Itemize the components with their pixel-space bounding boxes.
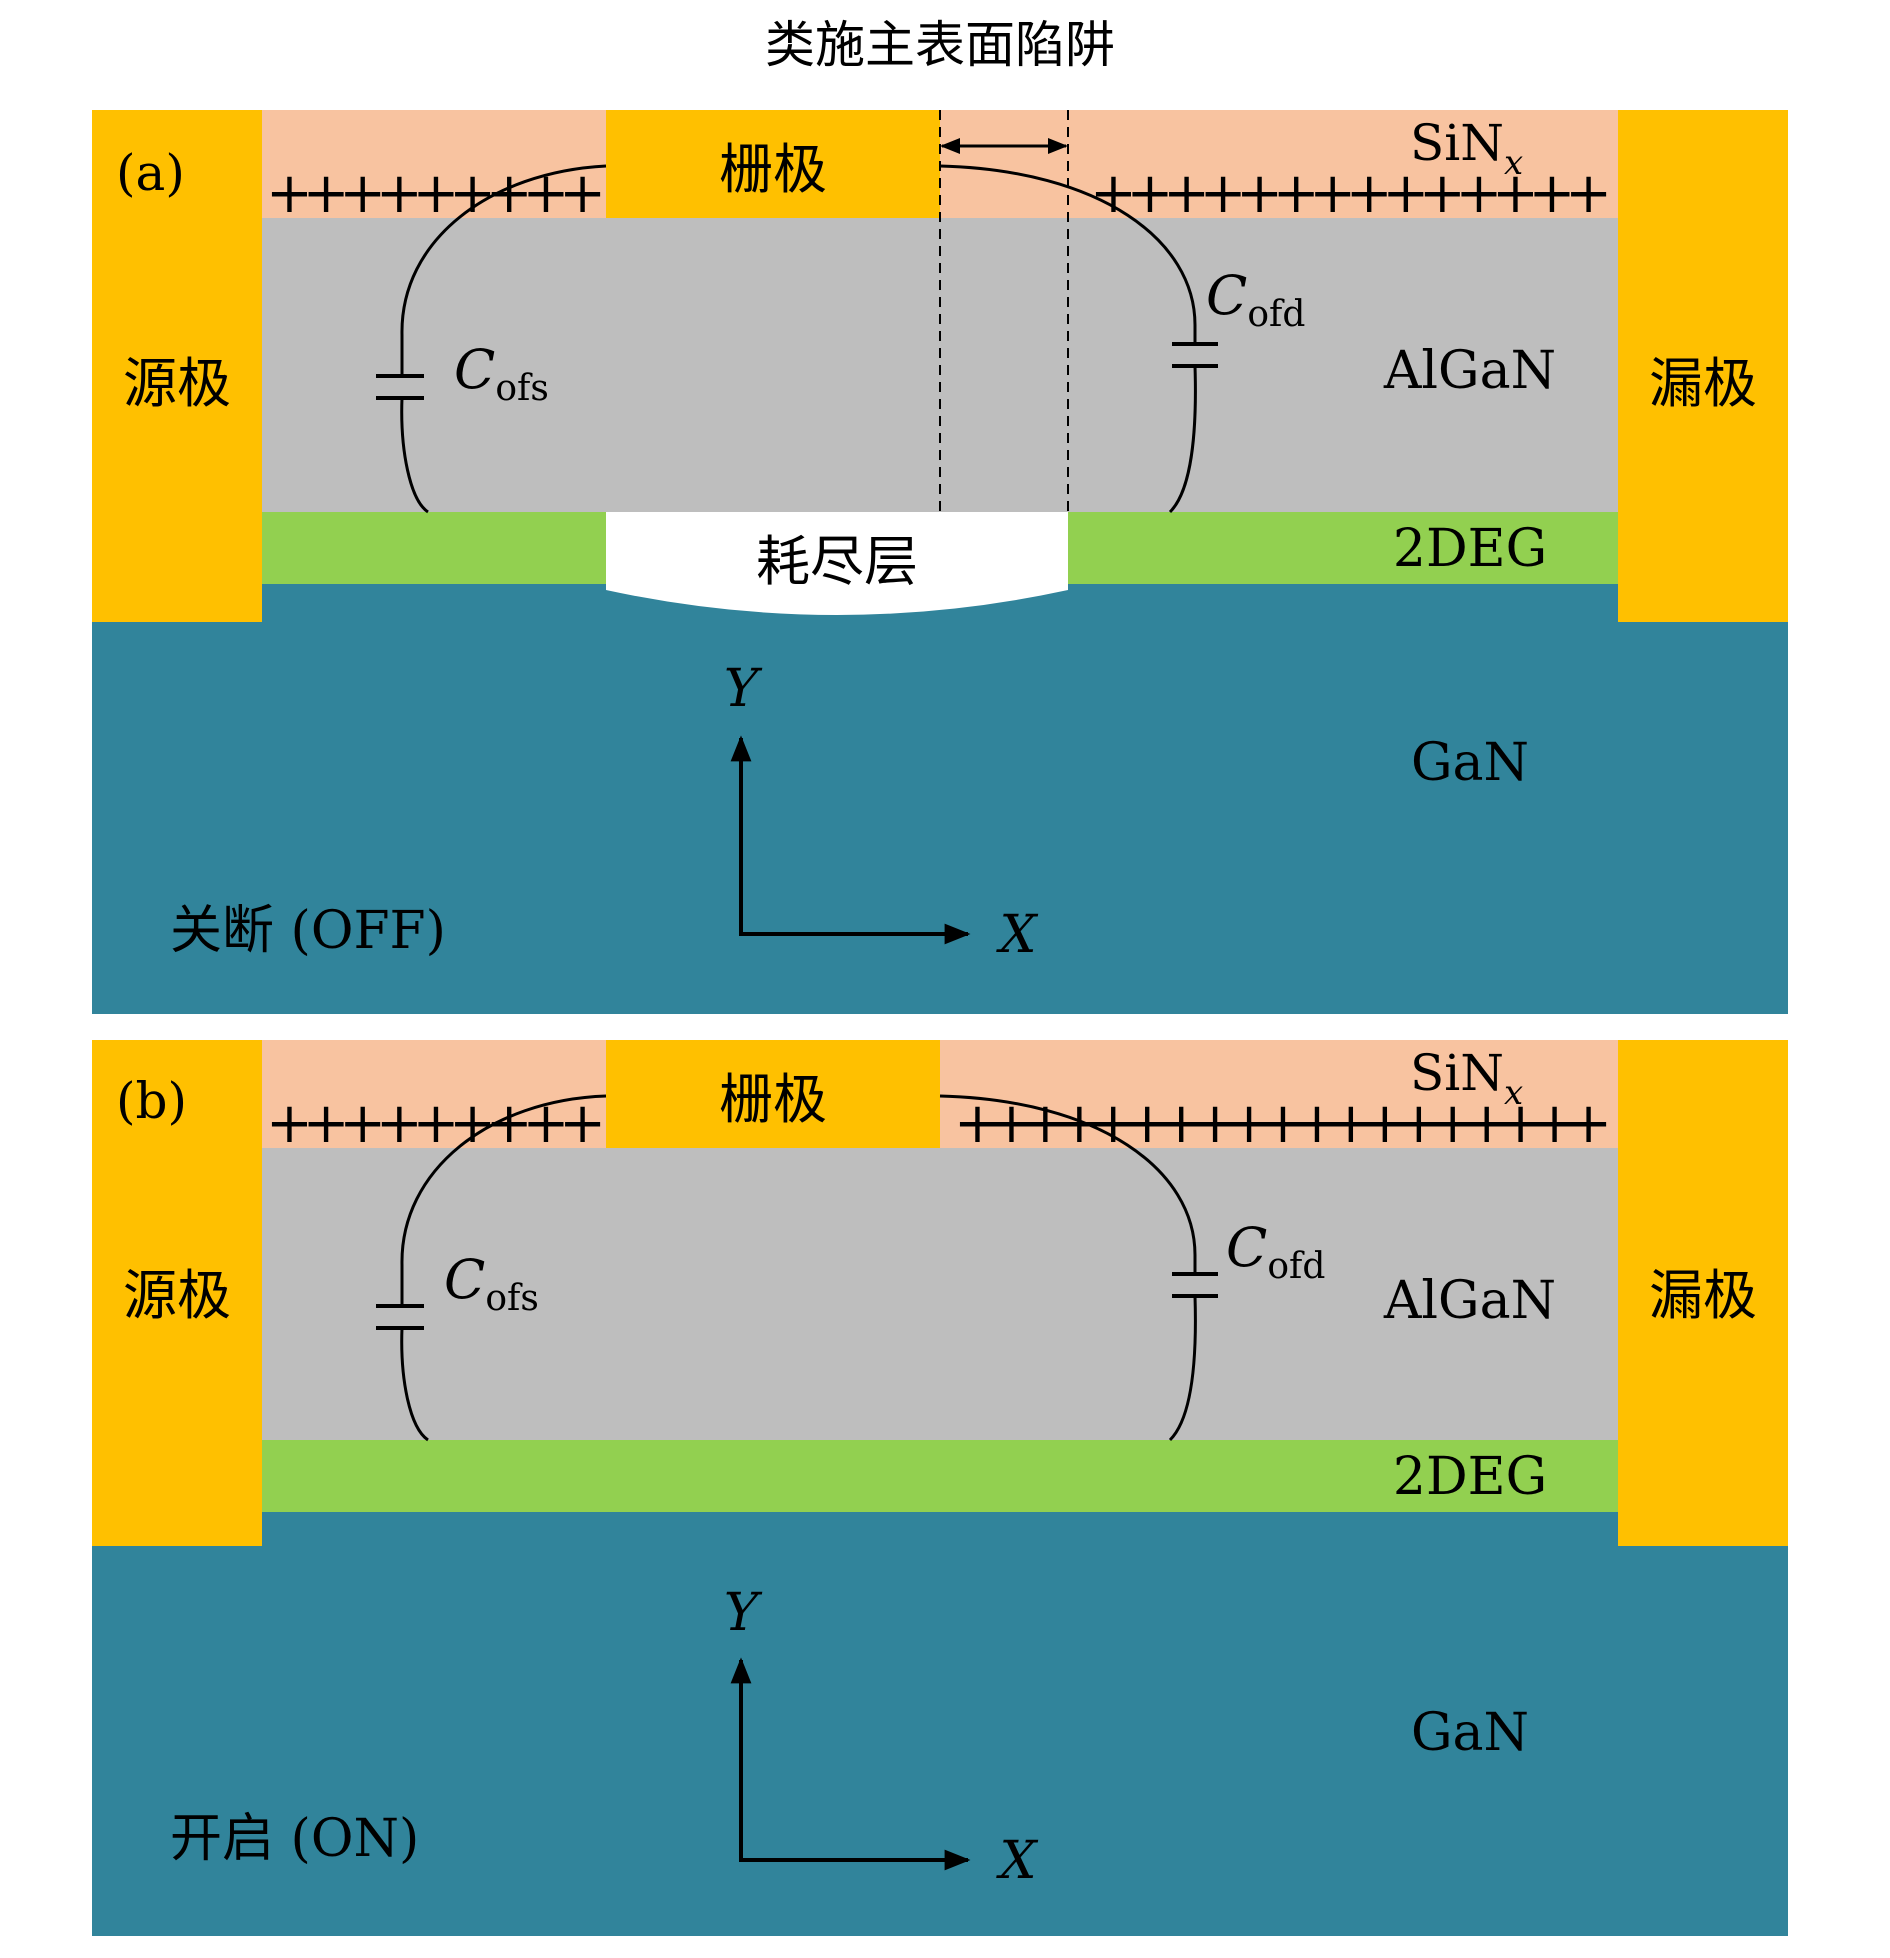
drain-label: 漏极 — [1649, 352, 1757, 415]
2deg-label: 2DEG — [1393, 1447, 1547, 1507]
gate-electrode — [606, 1040, 940, 1148]
surface-charges-right: +++++++++++++++++++ — [954, 1091, 1612, 1156]
state-label: 关断 (OFF) — [170, 901, 446, 961]
cofs-label: Cofs — [454, 338, 549, 409]
source-electrode — [92, 110, 262, 622]
panel-label-b: (b) — [116, 1072, 187, 1130]
sin-label: SiNx — [1410, 1044, 1523, 1113]
panel-a: +++++++++ ++++++++++++++ (a) 栅极 源极 漏极 Si… — [92, 110, 1788, 1014]
source-label: 源极 — [123, 1264, 231, 1327]
gan-label: GaN — [1411, 733, 1529, 793]
cofd-lead-bottom — [1168, 365, 1197, 514]
drain-electrode — [1618, 110, 1788, 622]
y-axis-label: Y — [724, 1583, 763, 1643]
cofd-field-line — [939, 164, 1197, 326]
y-axis-label: Y — [724, 659, 763, 719]
drain-label: 漏极 — [1649, 1264, 1757, 1327]
cofs-field-line — [400, 164, 607, 336]
algan-label: AlGaN — [1383, 1271, 1556, 1331]
surface-charges-left: +++++++++ — [266, 1091, 606, 1156]
algan-layer — [262, 1148, 1618, 1440]
cofs-lead-bottom — [400, 397, 429, 514]
gate-label: 栅极 — [719, 138, 827, 201]
algan-label: AlGaN — [1383, 341, 1556, 401]
gate-electrode — [606, 110, 940, 218]
cofd-label: Cofd — [1226, 1216, 1325, 1287]
cofs-label: Cofs — [444, 1248, 539, 1319]
cofd-label: Cofd — [1206, 264, 1305, 335]
cofs-lead-bottom — [400, 1327, 429, 1442]
x-axis-label: X — [995, 905, 1038, 965]
sin-label: SiNx — [1410, 114, 1523, 183]
panel-b: +++++++++ +++++++++++++++++++ (b) 栅极 源极 … — [92, 1040, 1788, 1936]
depletion-region — [606, 512, 1068, 615]
surface-charges-right: ++++++++++++++ — [1090, 161, 1612, 226]
2deg-layer — [262, 1440, 1618, 1512]
cofs-field-line — [400, 1094, 607, 1266]
surface-charges-left: +++++++++ — [266, 161, 606, 226]
drain-electrode — [1618, 1040, 1788, 1546]
depletion-label: 耗尽层 — [756, 530, 918, 593]
source-electrode — [92, 1040, 262, 1546]
figure-title: 类施主表面陷阱 — [765, 16, 1115, 74]
gan-layer — [92, 1512, 1788, 1936]
cofd-lead-bottom — [1168, 1295, 1197, 1442]
2deg-label: 2DEG — [1393, 519, 1547, 579]
x-axis-label: X — [995, 1831, 1038, 1891]
gate-label: 栅极 — [719, 1068, 827, 1131]
panel-label-a: (a) — [116, 144, 185, 202]
gan-label: GaN — [1411, 1703, 1529, 1763]
state-label: 开启 (ON) — [170, 1809, 419, 1869]
source-label: 源极 — [123, 352, 231, 415]
cofd-field-line — [939, 1094, 1197, 1256]
gan-layer — [92, 584, 1788, 1014]
